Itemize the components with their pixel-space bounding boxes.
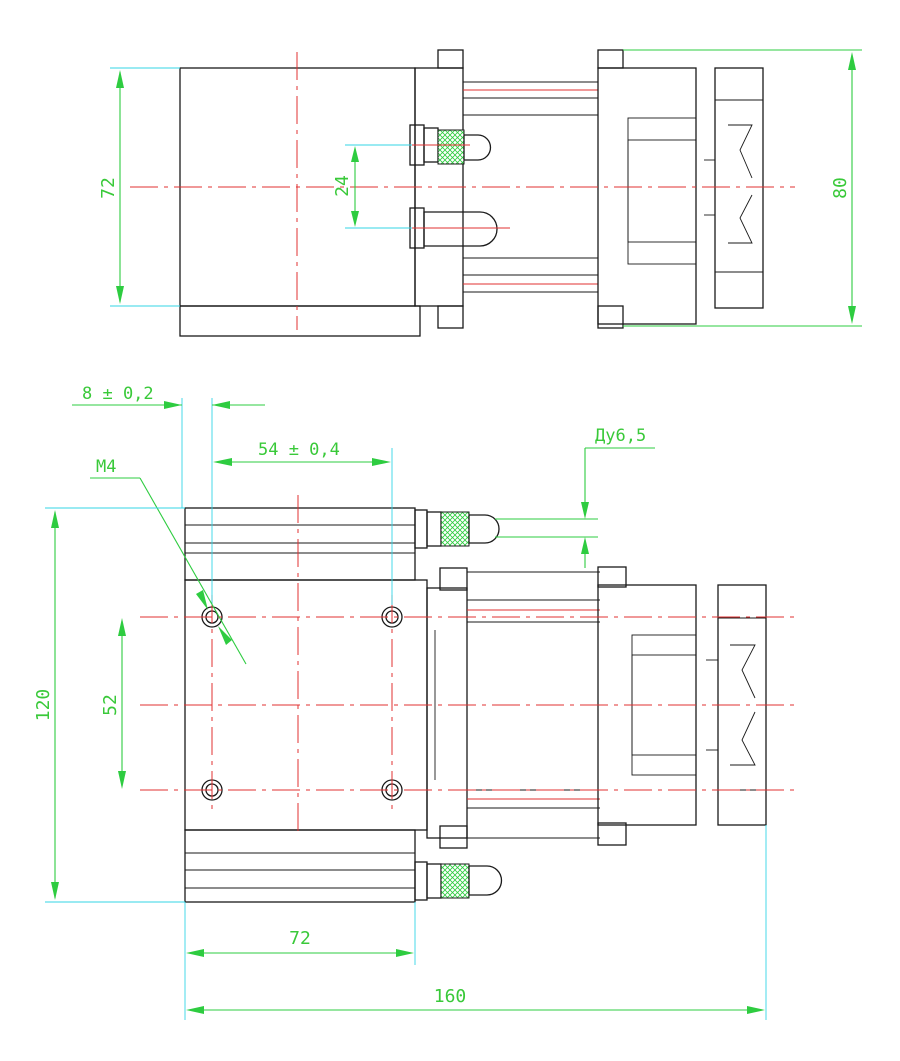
front-label-thread: M4	[96, 457, 116, 477]
top-body-base	[179, 305, 421, 337]
front-sensor-lower-hatch	[440, 863, 470, 899]
front-dim-hole-spacing-x: 54 ± 0,4	[258, 440, 340, 460]
front-dim-hole-offset: 8 ± 0,2	[82, 384, 154, 404]
front-label-port: Ду6,5	[595, 426, 646, 446]
top-dim-height-right: 80	[830, 177, 851, 199]
front-dim-hole-spacing-y: 52	[100, 694, 121, 716]
front-dim-overall-length: 160	[434, 986, 467, 1007]
top-dim-height-left: 72	[98, 177, 119, 199]
top-front-plate	[597, 67, 697, 325]
front-dim-overall-height: 120	[33, 689, 54, 722]
top-sensor-hatch	[437, 129, 465, 165]
front-cover-plate	[426, 587, 468, 839]
top-end-fitting	[714, 67, 764, 309]
top-guide-rods	[463, 81, 598, 293]
top-dim-spacing: 24	[332, 175, 353, 197]
front-dim-body-width: 72	[289, 928, 311, 949]
front-lower-rail	[184, 829, 416, 903]
front-guide-rods	[467, 571, 600, 839]
front-upper-rail	[184, 507, 416, 581]
top-view: 72 24 80	[98, 49, 862, 337]
mounting-holes	[201, 606, 403, 801]
front-view: 8 ± 0,2 54 ± 0,4 Ду6,5 M4 120 52	[33, 384, 800, 1020]
front-sensor-upper-hatch	[440, 511, 470, 547]
